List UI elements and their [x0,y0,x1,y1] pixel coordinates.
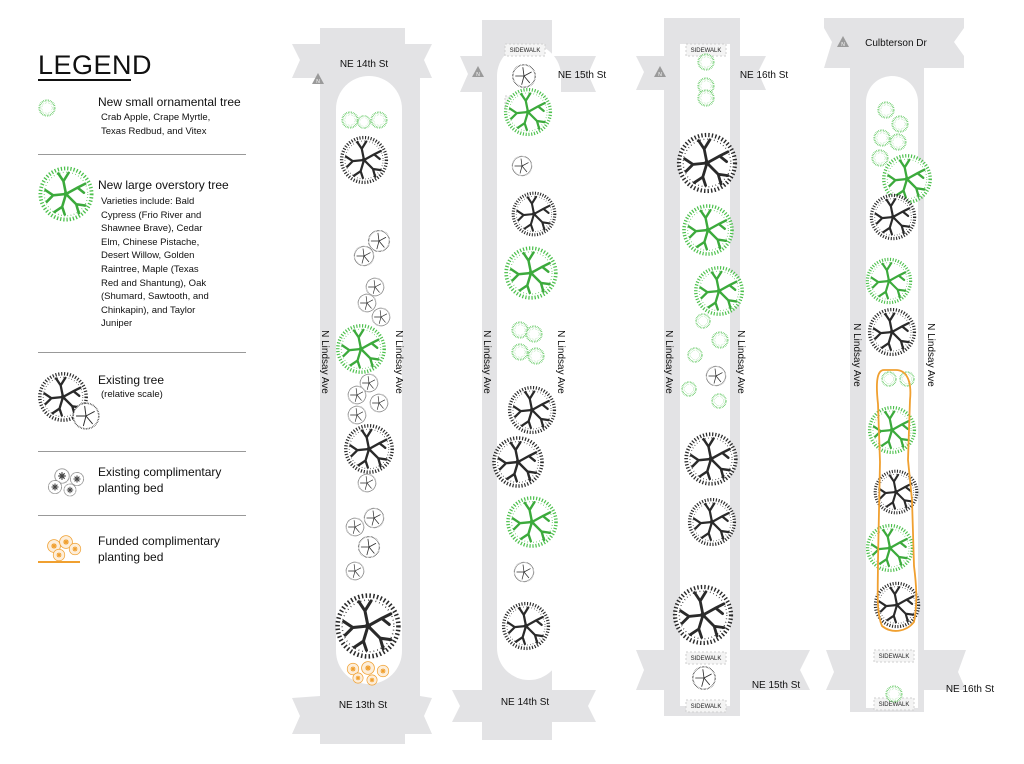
cross-street-top: NE 16th St [740,70,789,81]
legend-existing-bed-label: Existing complimentary planting bed [98,465,222,495]
north-arrow: N [312,73,324,85]
legend-funded-bed-icon [38,534,82,563]
median [497,44,561,680]
street-label-left: N Lindsay Ave [481,330,492,394]
svg-text:N: N [476,72,480,78]
sidewalk-label: SIDEWALK [691,48,722,54]
cross-street-top: NE 14th St [340,59,389,70]
sidewalk-label: SIDEWALK [510,48,541,54]
segment-4: SIDEWALK SIDEWALK Culbterson Dr NE 16th … [824,18,994,712]
sidewalk-label: SIDEWALK [879,654,910,660]
legend-existing-bed-icon [47,468,85,497]
cross-street-top: Culbterson Dr [865,38,927,49]
cross-street-bottom: NE 14th St [501,697,550,708]
legend-large-tree-icon [38,166,94,222]
street-label-right: N Lindsay Ave [555,330,566,394]
legend-large-tree-detail: Varieties include: Bald Cypress (Frio Ri… [101,196,209,330]
legend-divider [38,154,246,155]
segment-1: NE 14th St NE 13th St N Lindsay Ave N Li… [292,28,432,744]
segment-3: SIDEWALK SIDEWALK SIDEWALK NE 16th St NE… [636,18,810,716]
svg-text:N: N [841,42,845,48]
sidewalk-label: SIDEWALK [691,656,722,662]
street-label-right: N Lindsay Ave [925,323,936,387]
legend-title-underline [38,79,131,81]
legend-small-tree-icon [38,99,56,117]
cross-street-bottom: NE 16th St [946,684,995,695]
segment-2: SIDEWALK SIDEWALK NE 15th St NE 14th St … [452,20,606,740]
legend-existing-tree-detail: (relative scale) [101,389,163,400]
legend-existing-tree-small-icon [72,402,100,430]
cross-street-bottom: NE 15th St [752,680,801,691]
legend-divider [38,352,246,353]
legend-divider [38,451,246,452]
north-arrow: N [837,36,849,48]
north-arrow: N [654,66,666,78]
street-label-right: N Lindsay Ave [735,330,746,394]
legend-title: LEGEND [38,50,153,80]
sidewalk-strip [504,43,546,57]
street-label-right: N Lindsay Ave [393,330,404,394]
street-label-left: N Lindsay Ave [663,330,674,394]
sidewalk-strip [685,699,727,713]
svg-text:N: N [316,79,320,85]
legend-small-tree-label: New small ornamental tree [98,95,241,109]
legend-funded-bed-label: Funded complimentary planting bed [98,534,221,564]
sidewalk-strip [685,651,727,665]
legend-divider [38,515,246,516]
sidewalk-label: SIDEWALK [691,704,722,710]
north-arrow: N [472,66,484,78]
legend-existing-tree-label: Existing tree [98,373,165,387]
street-label-left: N Lindsay Ave [319,330,330,394]
svg-text:N: N [658,72,662,78]
sidewalk-strip [873,649,915,663]
legend-large-tree-label: New large overstory tree [98,178,229,192]
cross-street-bottom: NE 13th St [339,700,388,711]
trees [865,101,932,703]
sidewalk-label: SIDEWALK [879,702,910,708]
street-label-left: N Lindsay Ave [851,323,862,387]
funded-planting-bed-outline [876,369,918,632]
legend-small-tree-detail: Crab Apple, Crape Myrtle, Texas Redbud, … [101,112,211,137]
cross-street-top: NE 15th St [558,70,607,81]
